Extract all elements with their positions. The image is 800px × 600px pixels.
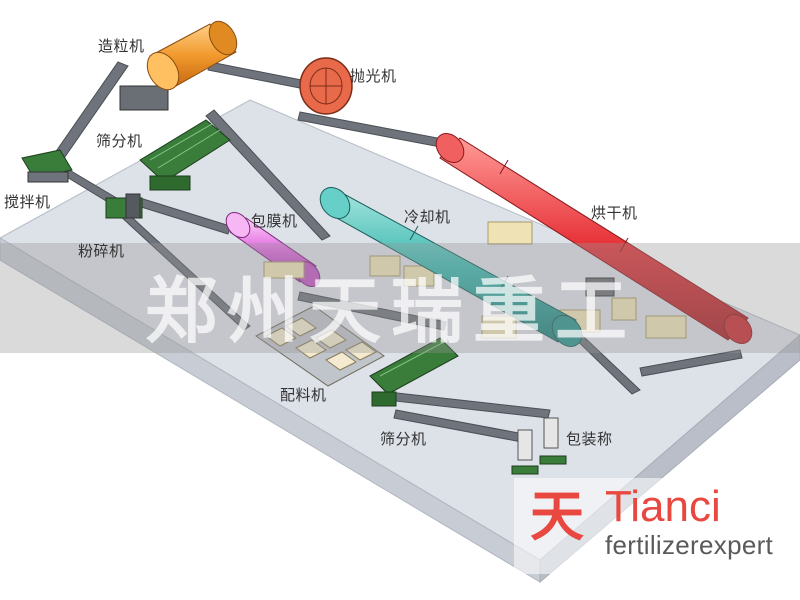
conveyor-dryer-out xyxy=(639,349,743,377)
support-stands xyxy=(369,221,687,339)
logo-slogan: fertilizerexpert xyxy=(605,530,774,560)
label-bagging-scale: 包装称 xyxy=(566,430,613,448)
label-granulator: 造粒机 xyxy=(98,37,145,55)
bagging-scale xyxy=(511,417,567,475)
label-polisher: 抛光机 xyxy=(350,67,397,85)
label-batcher: 配料机 xyxy=(280,386,327,404)
screening-machine-top xyxy=(139,119,231,191)
cooler-drum xyxy=(319,187,583,347)
label-cooler: 冷却机 xyxy=(404,208,451,226)
coating-machine xyxy=(225,211,321,288)
polishing-machine xyxy=(299,57,353,115)
logo-brand-name: Tianci xyxy=(605,482,721,531)
conveyor-granulator-to-polisher xyxy=(207,61,313,91)
watermark-text: 郑州天瑞重工 xyxy=(145,269,638,353)
label-coater: 包膜机 xyxy=(251,212,298,230)
screening-machine-bottom xyxy=(369,337,459,407)
watermark-band xyxy=(0,243,800,353)
label-mixer: 搅拌机 xyxy=(4,193,51,211)
crusher-machine xyxy=(105,193,143,219)
label-screener-top: 筛分机 xyxy=(96,132,143,150)
conveyor-coater-to-screener xyxy=(297,291,447,331)
label-dryer: 烘干机 xyxy=(591,204,638,222)
logo-panel xyxy=(514,478,800,574)
label-crusher: 粉碎机 xyxy=(78,242,125,260)
label-screener-bottom: 筛分机 xyxy=(380,430,427,448)
granulator-drum xyxy=(119,20,238,111)
batching-machine xyxy=(255,305,385,387)
mixer-machine xyxy=(21,149,73,183)
conveyor-screener-to-cooler xyxy=(205,109,331,241)
tianci-logo-seal-icon: 天 xyxy=(530,485,584,548)
dryer-drum xyxy=(435,133,753,344)
